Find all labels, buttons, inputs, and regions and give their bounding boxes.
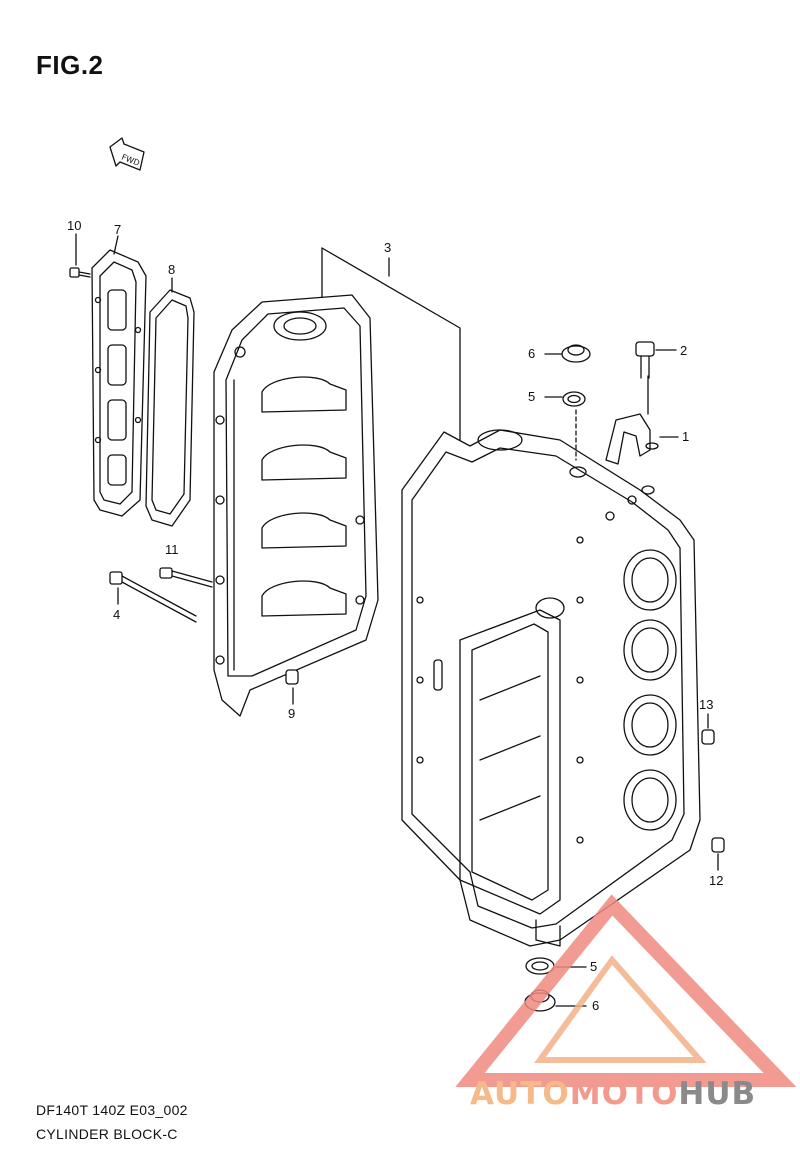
callout-1: 1 [682, 429, 690, 444]
watermark-logo [455, 894, 797, 1087]
watermark-word-hub: HUB [678, 1076, 757, 1112]
callout-5-bottom: 5 [590, 959, 598, 974]
fwd-arrow-icon: FWD [109, 137, 145, 171]
model-code: DF140T 140Z E03_002 [36, 1102, 188, 1118]
callout-6-top: 6 [528, 346, 536, 361]
callout-6-bottom: 6 [592, 998, 600, 1013]
callout-9: 9 [288, 706, 296, 721]
part-11-bolt [159, 567, 213, 588]
watermark-word-moto: MOTO [569, 1076, 679, 1112]
part-9-dowel [285, 669, 299, 685]
watermark-word-auto: AUTO [470, 1076, 570, 1112]
part-7-cover [91, 249, 147, 517]
callout-7: 7 [114, 222, 122, 237]
part-4-bolt [109, 571, 197, 623]
part-6-plug-top [561, 344, 591, 363]
part-12-plug [711, 837, 725, 853]
callout-12: 12 [709, 873, 724, 888]
part-name: CYLINDER BLOCK-C [36, 1126, 178, 1142]
callout-3: 3 [384, 240, 392, 255]
part-8-gasket [145, 289, 195, 527]
callout-11: 11 [165, 542, 179, 557]
figure-title: FIG.2 [36, 50, 104, 80]
callout-4: 4 [113, 607, 121, 622]
part-13-plug [701, 729, 715, 745]
part-1-bracket [605, 413, 659, 465]
watermark-wordmark: AUTOMOTOHUB [470, 1076, 756, 1112]
callout-13: 13 [699, 697, 714, 712]
callout-2: 2 [680, 343, 688, 358]
callout-5-top: 5 [528, 389, 536, 404]
callout-8: 8 [168, 262, 176, 277]
part-10-bolt [69, 267, 91, 278]
part-5-washer-top [562, 391, 586, 407]
part-crankcase-half [213, 294, 379, 717]
part-cylinder-block [401, 429, 701, 947]
callout-10: 10 [67, 218, 82, 233]
part-2-bolt [635, 341, 655, 379]
